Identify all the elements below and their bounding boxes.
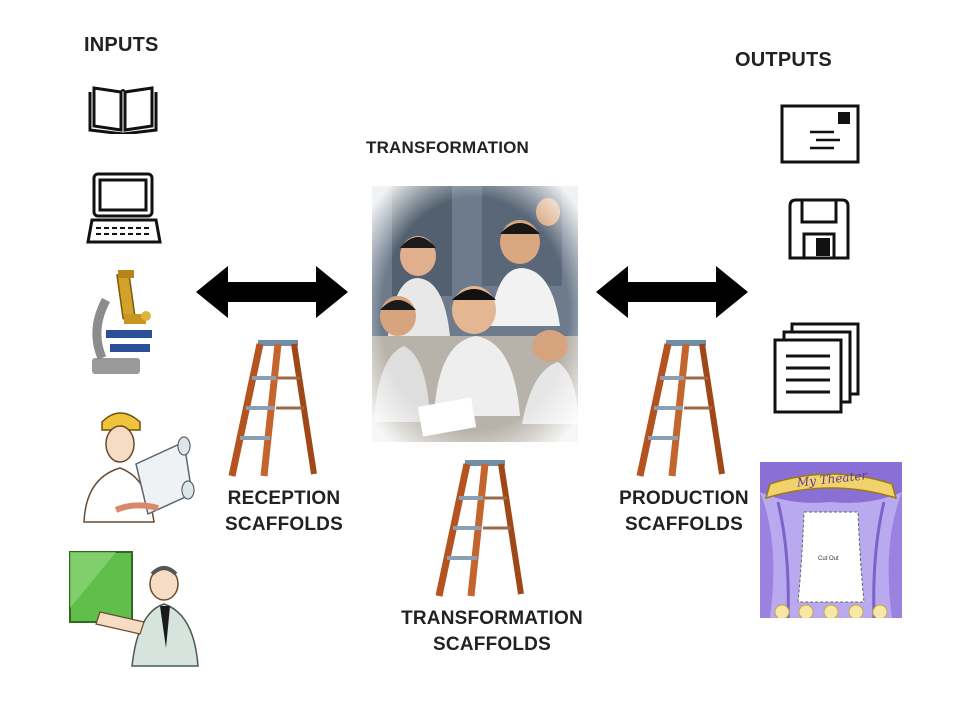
transformation-heading: TRANSFORMATION bbox=[366, 138, 530, 157]
computer-icon bbox=[86, 172, 162, 244]
book-icon bbox=[88, 82, 158, 134]
reception-label-line2: SCAFFOLDS bbox=[225, 514, 343, 535]
production-label-line1: PRODUCTION bbox=[619, 488, 749, 509]
transformation-scaffolds-label: TRANSFORMATION SCAFFOLDS bbox=[390, 606, 594, 658]
theater-cut-out-caption: Cut Out bbox=[818, 556, 839, 562]
reception-ladder-icon bbox=[228, 338, 318, 478]
children-studying-photo bbox=[372, 186, 578, 442]
reception-label-line1: RECEPTION bbox=[227, 488, 341, 509]
outputs-heading: OUTPUTS bbox=[735, 49, 832, 71]
production-scaffolds-label: PRODUCTION SCAFFOLDS bbox=[612, 486, 756, 538]
theater-poster-icon: My Theater Cut Out bbox=[760, 462, 902, 618]
teacher-at-board-icon bbox=[60, 548, 202, 670]
reception-double-arrow bbox=[196, 266, 348, 318]
production-double-arrow bbox=[596, 266, 748, 318]
transformation-ladder-icon bbox=[434, 458, 526, 598]
inputs-heading: INPUTS bbox=[84, 34, 159, 56]
engineer-with-blueprints-icon bbox=[76, 402, 196, 526]
transformation-label-line1: TRANSFORMATION bbox=[401, 608, 583, 629]
microscope-icon bbox=[88, 270, 158, 378]
transformation-label-line2: SCAFFOLDS bbox=[433, 634, 551, 655]
reception-scaffolds-label: RECEPTION SCAFFOLDS bbox=[216, 486, 352, 538]
floppy-disk-icon bbox=[788, 198, 850, 260]
production-ladder-icon bbox=[636, 338, 726, 478]
letter-icon bbox=[780, 104, 860, 164]
production-label-line2: SCAFFOLDS bbox=[625, 514, 743, 535]
documents-icon bbox=[772, 322, 862, 416]
